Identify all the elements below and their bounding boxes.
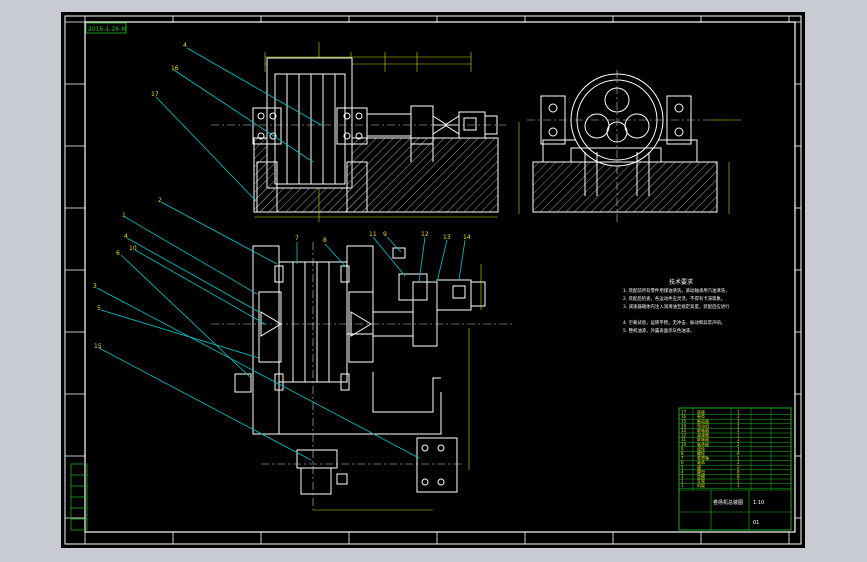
callout-4-top: 4: [183, 42, 187, 49]
plan-view: [211, 242, 513, 511]
bom-cell: 2: [737, 460, 740, 465]
bom-cell: 9: [681, 446, 684, 451]
bom-cell: 1: [737, 423, 740, 428]
title-tag-text: 2016-1-26-M: [88, 26, 126, 33]
side-base: [532, 161, 718, 213]
bom-cell: 1: [737, 446, 740, 451]
bom-cell: 键: [697, 464, 701, 470]
notes-line-2: 2. 装配后检查，各运动件应灵活，不得有卡滞现象。: [623, 295, 725, 302]
bom-cell: 7: [681, 456, 684, 461]
callout-8: 8: [323, 237, 327, 244]
bom-cell: 卷筒: [697, 413, 705, 419]
frame-ticks: [65, 16, 801, 544]
bom-cell: 联轴器: [697, 427, 709, 433]
bom-cell: 4: [681, 469, 684, 474]
callout-17-top: 17: [151, 91, 159, 98]
notes-line-3: 3. 减速器箱体内注入润滑油至规定高度，装配后应进行: [623, 303, 730, 310]
bom-cell: 1: [737, 483, 740, 488]
callout-1: 1: [122, 212, 126, 219]
callout-leaders: [96, 47, 466, 461]
bom-cell: 螺栓: [697, 450, 705, 456]
technical-notes: 技术要求 1. 装配前所有零件用煤油清洗，滚动轴承用汽油清洗， 2. 装配后检查…: [623, 278, 730, 334]
callout-4: 4: [124, 233, 128, 240]
bom-cell: 17: [681, 410, 687, 415]
bom-cell: 16: [681, 414, 687, 419]
bom-cell: 5: [681, 465, 684, 470]
side-view: [518, 70, 741, 222]
callout-12: 12: [421, 231, 429, 238]
title-block-scale: 1:10: [753, 500, 764, 506]
bom-cell: 2: [737, 442, 740, 447]
title-block-name: 卷扬机总装图: [713, 499, 743, 506]
bom-cell: 齿轮: [697, 445, 705, 451]
bom-cell: 轴承: [697, 459, 705, 465]
callout-numbers: 4 16 17 2 1 4 10 6 3 5 15 7 8 11 9 12 13…: [93, 42, 471, 350]
bom-cell: 卷筒轴: [697, 455, 709, 461]
notes-line-5: 5. 整机油漆，外露表面涂灰色油漆。: [623, 327, 694, 334]
bom-cell: 10: [681, 442, 687, 447]
bom-cell: 1: [737, 437, 740, 442]
revision-block: [70, 463, 88, 531]
bom-cell: 1: [737, 414, 740, 419]
bom-cell: 11: [681, 437, 687, 442]
bom-cell: 8: [737, 451, 740, 456]
notes-line-4: 4. 空载试验，运转平稳，无冲击、振动和异常声响。: [623, 319, 725, 326]
callout-6: 6: [116, 250, 120, 257]
title-block: 卷扬机总装图 1:10 01: [679, 489, 791, 530]
bom-cell: 1: [737, 433, 740, 438]
callout-2: 2: [158, 197, 162, 204]
title-tag: 2016-1-26-M: [85, 22, 126, 34]
bom-cell: 螺母: [697, 468, 705, 474]
bom-cell: 制动器: [697, 418, 709, 424]
callout-9: 9: [383, 231, 387, 238]
bom-cell: 1: [737, 456, 740, 461]
bom-cell: 轴承座: [697, 441, 709, 447]
bom-cell: 机架: [697, 482, 705, 488]
drawing-frame: [64, 15, 802, 545]
bom-cell: 8: [681, 451, 684, 456]
bom-cell: 6: [681, 460, 684, 465]
title-block-sheet: 01: [753, 520, 759, 526]
bom-cell: 2: [737, 465, 740, 470]
callout-5: 5: [97, 305, 101, 312]
bom-cell: 电动机: [697, 422, 709, 428]
bom-cell: 2: [737, 479, 740, 484]
notes-heading: 技术要求: [669, 278, 693, 286]
callout-3: 3: [93, 283, 97, 290]
elevation-view: [211, 42, 506, 222]
cad-viewport[interactable]: 2016-1-26-M: [61, 12, 805, 548]
callout-10: 10: [129, 245, 137, 252]
bom-cell: 8: [737, 469, 740, 474]
callout-11: 11: [369, 231, 377, 238]
bom-cell: 1: [737, 410, 740, 415]
cad-drawing: 2016-1-26-M: [64, 15, 802, 545]
bom-cell: 1: [737, 428, 740, 433]
bom-cell: 1: [737, 419, 740, 424]
bom-cell: 1: [681, 483, 684, 488]
callout-13: 13: [443, 234, 451, 241]
callout-15: 15: [94, 343, 102, 350]
bom-cell: 15: [681, 419, 687, 424]
bom-cell: 13: [681, 428, 687, 433]
bom-cell: 3: [681, 474, 684, 479]
callout-16-top: 16: [171, 65, 179, 72]
bom-cell: 12: [681, 433, 687, 438]
bom-cell: 底座: [697, 409, 705, 415]
callout-7: 7: [295, 235, 299, 242]
elevation-drum: [252, 57, 368, 213]
bom-cell: 垫圈: [697, 473, 705, 479]
notes-line-1: 1. 装配前所有零件用煤油清洗，滚动轴承用汽油清洗，: [623, 287, 730, 294]
bom-cell: 联轴器: [697, 436, 709, 442]
bom-cell: 减速器: [697, 432, 709, 438]
bom-cell: 2: [681, 479, 684, 484]
bom-cell: 支架: [697, 478, 705, 484]
bom-cell: 8: [737, 474, 740, 479]
bom-cell: 14: [681, 423, 687, 428]
callout-14: 14: [463, 234, 471, 241]
